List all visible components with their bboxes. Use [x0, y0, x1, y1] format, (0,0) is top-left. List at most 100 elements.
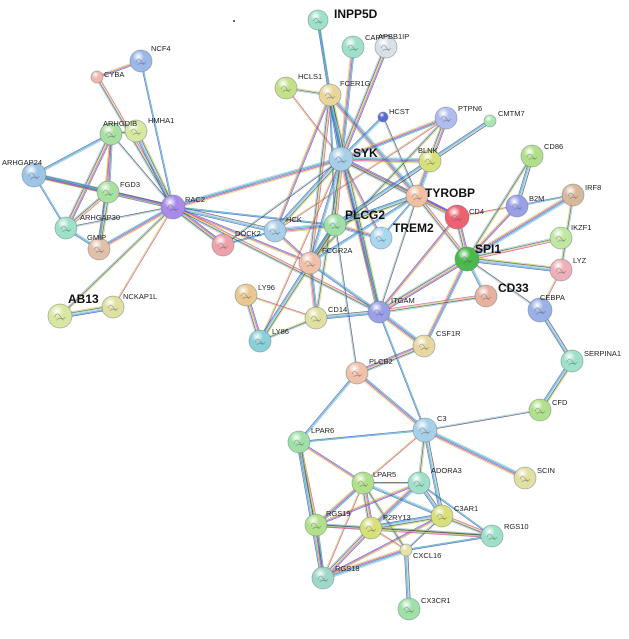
node-spi1[interactable]: SPI1	[454, 242, 501, 272]
edge-strand	[322, 515, 443, 579]
node-cmtm7[interactable]: CMTM7	[483, 109, 525, 128]
protein-structure-icon	[519, 475, 531, 483]
node-ncf4[interactable]: NCF4	[129, 44, 171, 73]
edge-strand	[33, 174, 109, 193]
edge-strand	[309, 158, 342, 264]
node-label: GMIP	[87, 233, 106, 242]
node-inpp5d[interactable]: INPP5D	[307, 7, 378, 31]
node-label: RAC2	[185, 195, 205, 204]
edge-strand	[382, 117, 417, 197]
protein-structure-icon	[351, 370, 363, 378]
edge-strand	[33, 176, 108, 195]
node-ikzf1[interactable]: IKZF1	[549, 223, 591, 250]
node-lyz[interactable]: LYZ	[549, 256, 587, 282]
edge-arhgdib-arhgap24	[33, 132, 112, 177]
edge-syk-hck	[273, 157, 343, 233]
edge-syk-cd4	[339, 156, 459, 220]
node-cebpa[interactable]: CEBPA	[527, 293, 565, 323]
node-ly86[interactable]: LY86	[248, 327, 289, 353]
edge-strand	[466, 194, 574, 260]
edge-strand	[379, 311, 426, 430]
edge-strand	[466, 235, 561, 258]
node-serpina1[interactable]: SERPINA1	[560, 349, 621, 373]
node-cfd[interactable]: CFD	[528, 398, 568, 422]
edge-gmip-rac2	[97, 205, 175, 251]
node-sphere[interactable]	[399, 543, 413, 557]
node-label: RGS10	[504, 522, 529, 531]
edge-rac2-plcg2	[172, 206, 336, 226]
node-label: CARD9	[365, 33, 390, 42]
node-gmip[interactable]: GMIP	[87, 233, 111, 261]
node-ptpn6[interactable]: PTPN6	[434, 104, 482, 130]
node-fcer1g[interactable]: FCER1G	[318, 79, 371, 107]
edge-strand	[323, 550, 407, 580]
edge-strand	[333, 159, 430, 224]
edge-strand	[275, 159, 343, 233]
edge-inpp5d-fcer1g	[316, 19, 332, 96]
node-lpar6[interactable]: LPAR6	[287, 426, 334, 454]
node-rgs19[interactable]: RGS19	[304, 509, 351, 537]
node-plcg2[interactable]: PLCG2	[323, 208, 385, 237]
node-sphere[interactable]	[483, 114, 497, 128]
node-fgd3[interactable]: FGD3	[96, 180, 140, 204]
edge-strand	[466, 259, 561, 272]
edge-c3-lpar6	[298, 429, 426, 443]
node-cd4[interactable]: CD4	[444, 204, 484, 230]
edge-syk-trem2	[339, 158, 383, 239]
node-cd33[interactable]: CD33	[474, 281, 529, 308]
node-scin[interactable]: SCIN	[513, 466, 555, 490]
node-sphere[interactable]	[90, 70, 104, 84]
node-ly96[interactable]: LY96	[234, 283, 275, 307]
edge-strand	[323, 516, 443, 580]
node-rgs10[interactable]: RGS10	[480, 522, 529, 548]
node-cd14[interactable]: CD14	[304, 305, 347, 330]
node-arhgap30[interactable]: ARHGAP30	[54, 213, 120, 240]
node-trem2[interactable]: TREM2	[369, 221, 434, 250]
node-sphere[interactable]	[377, 111, 389, 123]
edge-strand	[322, 549, 407, 579]
node-dock2[interactable]: DOCK2	[211, 229, 261, 257]
node-cyba[interactable]: CYBA	[90, 70, 124, 84]
node-syk[interactable]: SYK	[328, 146, 378, 172]
node-apbb1ip[interactable]: APBB1IP	[374, 32, 409, 59]
node-c3[interactable]: C3	[412, 414, 447, 443]
edge-strand	[426, 429, 445, 516]
edge-strand	[406, 536, 493, 551]
node-ab13[interactable]: AB13	[47, 292, 99, 329]
node-label: HCLS1	[298, 72, 322, 81]
edge-c3ar1-p2ry13	[370, 513, 443, 531]
node-nckap1l[interactable]: NCKAP1L	[101, 292, 157, 319]
node-cd86[interactable]: CD86	[520, 142, 563, 168]
node-hmha1[interactable]: HMHA1	[124, 116, 174, 143]
edge-strand	[300, 441, 326, 578]
node-p2ry13[interactable]: P2RY13	[359, 513, 411, 540]
node-arhgap24[interactable]: ARHGAP24	[2, 158, 47, 188]
node-rgs18[interactable]: RGS18	[311, 564, 360, 590]
node-adora3[interactable]: ADORA3	[407, 466, 462, 495]
node-hck[interactable]: HCK	[263, 215, 302, 243]
node-blnk[interactable]: BLNK	[418, 146, 442, 173]
edge-strand	[58, 205, 173, 316]
node-fcgr2a[interactable]: FCGR2A	[298, 246, 352, 275]
edge-strand	[274, 94, 331, 232]
node-hcls1[interactable]: HCLS1	[274, 72, 322, 100]
node-tyrobp[interactable]: TYROBP	[405, 184, 475, 208]
node-csf1r[interactable]: CSF1R	[412, 329, 461, 358]
node-plcb2[interactable]: PLCB2	[345, 357, 393, 385]
node-cxcl16[interactable]: CXCL16	[399, 543, 441, 560]
edge-strand	[172, 207, 335, 226]
edge-strand	[133, 131, 172, 209]
node-card9[interactable]: CARD9	[341, 33, 390, 59]
node-c3ar1[interactable]: C3AR1	[430, 504, 478, 528]
node-lpar5[interactable]: LPAR5	[351, 470, 396, 495]
edge-strand	[67, 134, 114, 230]
node-cx3cr1[interactable]: CX3CR1	[397, 596, 451, 621]
node-arhgdib[interactable]: ARHGDIB	[99, 119, 137, 146]
node-itgam[interactable]: ITGAM	[367, 296, 415, 324]
node-irf8[interactable]: IRF8	[561, 183, 601, 207]
edge-strand	[60, 207, 175, 318]
edge-rgs18-c3ar1	[322, 514, 443, 580]
node-hcst[interactable]: HCST	[377, 107, 410, 123]
node-rac2[interactable]: RAC2	[160, 194, 205, 220]
node-b2m[interactable]: B2M	[505, 194, 544, 218]
